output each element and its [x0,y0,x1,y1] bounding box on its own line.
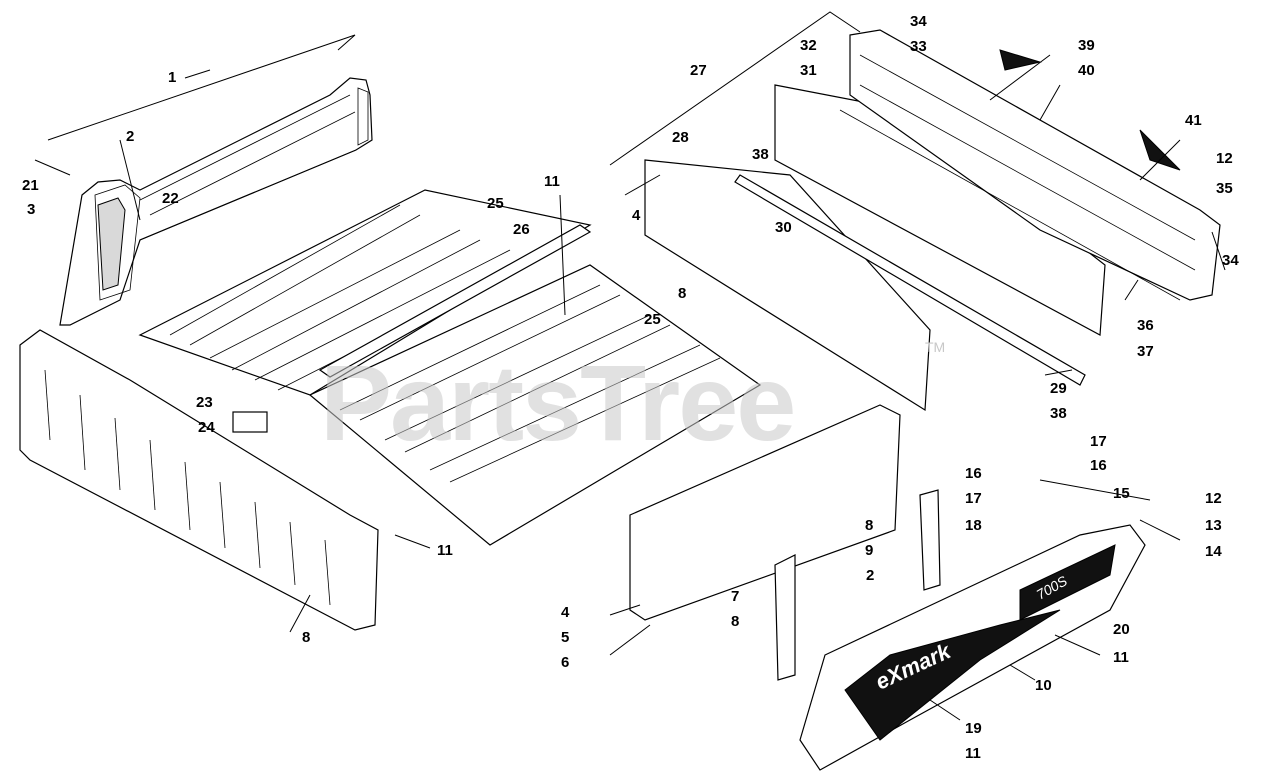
callout-26: 26 [513,221,530,238]
rear-bed-panel[interactable] [19,329,379,631]
callout-15: 15 [1113,485,1130,502]
callout-4-lower: 4 [561,604,570,621]
callout-35: 35 [1216,180,1233,197]
callout-3: 3 [27,201,35,218]
front-bed-panel[interactable]: eXmark 700S [799,524,1146,771]
callout-11-rear: 11 [437,542,453,559]
callout-8-rear: 8 [302,629,310,646]
callout-28: 28 [672,129,689,146]
callout-13: 13 [1205,517,1222,534]
watermark-trademark: TM [925,339,945,355]
callout-33: 33 [910,38,927,55]
callout-19: 19 [965,720,982,737]
callout-17-left: 17 [965,490,982,507]
callout-17: 17 [1090,433,1107,450]
watermark: PartsTree [320,342,794,463]
callout-14: 14 [1205,543,1222,560]
callout-41: 41 [1185,112,1202,129]
callout-20: 20 [1113,621,1130,638]
right-side-rail[interactable] [839,29,1221,301]
callouts: 1 2 21 3 22 11 25 26 8 25 23 24 11 8 27 … [22,13,1239,762]
callout-9: 9 [865,542,873,559]
callout-12: 12 [1216,150,1233,167]
callout-21: 21 [22,177,39,194]
callout-6: 6 [561,654,569,671]
callout-11: 11 [544,173,560,190]
inner-divider-28[interactable] [644,159,931,412]
callout-34: 34 [910,13,927,30]
callout-40: 40 [1078,62,1095,79]
callout-25: 25 [487,195,504,212]
callout-25-front: 25 [644,311,661,328]
callout-34-right: 34 [1222,252,1239,269]
callout-12-lower: 12 [1205,490,1222,507]
callout-4: 4 [632,207,641,224]
hinge-rod-29[interactable] [734,174,1086,386]
callout-27: 27 [690,62,707,79]
callout-24: 24 [198,419,215,436]
callout-39: 39 [1078,37,1095,54]
callout-11-bottom: 11 [965,745,981,762]
support-post-7[interactable] [774,554,796,681]
callout-32: 32 [800,37,817,54]
support-post-9[interactable] [919,489,941,591]
callout-8-upper: 8 [865,517,873,534]
callout-8-lower: 8 [731,613,739,630]
callout-23: 23 [196,394,213,411]
callout-18: 18 [965,517,982,534]
callout-10: 10 [1035,677,1052,694]
callout-38-lower: 38 [1050,405,1067,422]
callout-7: 7 [731,588,739,605]
callout-11-front: 11 [1113,649,1129,666]
floor-joint-strip[interactable] [318,224,592,378]
callout-36: 36 [1137,317,1154,334]
floor-panel-front[interactable] [308,264,762,546]
callout-2: 2 [126,128,134,145]
callout-22: 22 [162,190,179,207]
lower-divider-panel[interactable] [629,404,901,621]
floor-panel-rear[interactable] [138,189,592,396]
left-side-panel[interactable] [59,77,373,326]
callout-30: 30 [775,219,792,236]
callout-16: 16 [965,465,982,482]
callout-5: 5 [561,629,569,646]
callout-8: 8 [678,285,686,302]
callout-37: 37 [1137,343,1154,360]
rear-panel-label [232,411,268,433]
callout-38: 38 [752,146,769,163]
callout-31: 31 [800,62,817,79]
callout-2-front: 2 [866,567,874,584]
leader-lines [34,11,1226,721]
callout-29: 29 [1050,380,1067,397]
callout-16-right: 16 [1090,457,1107,474]
callout-1: 1 [168,69,176,86]
